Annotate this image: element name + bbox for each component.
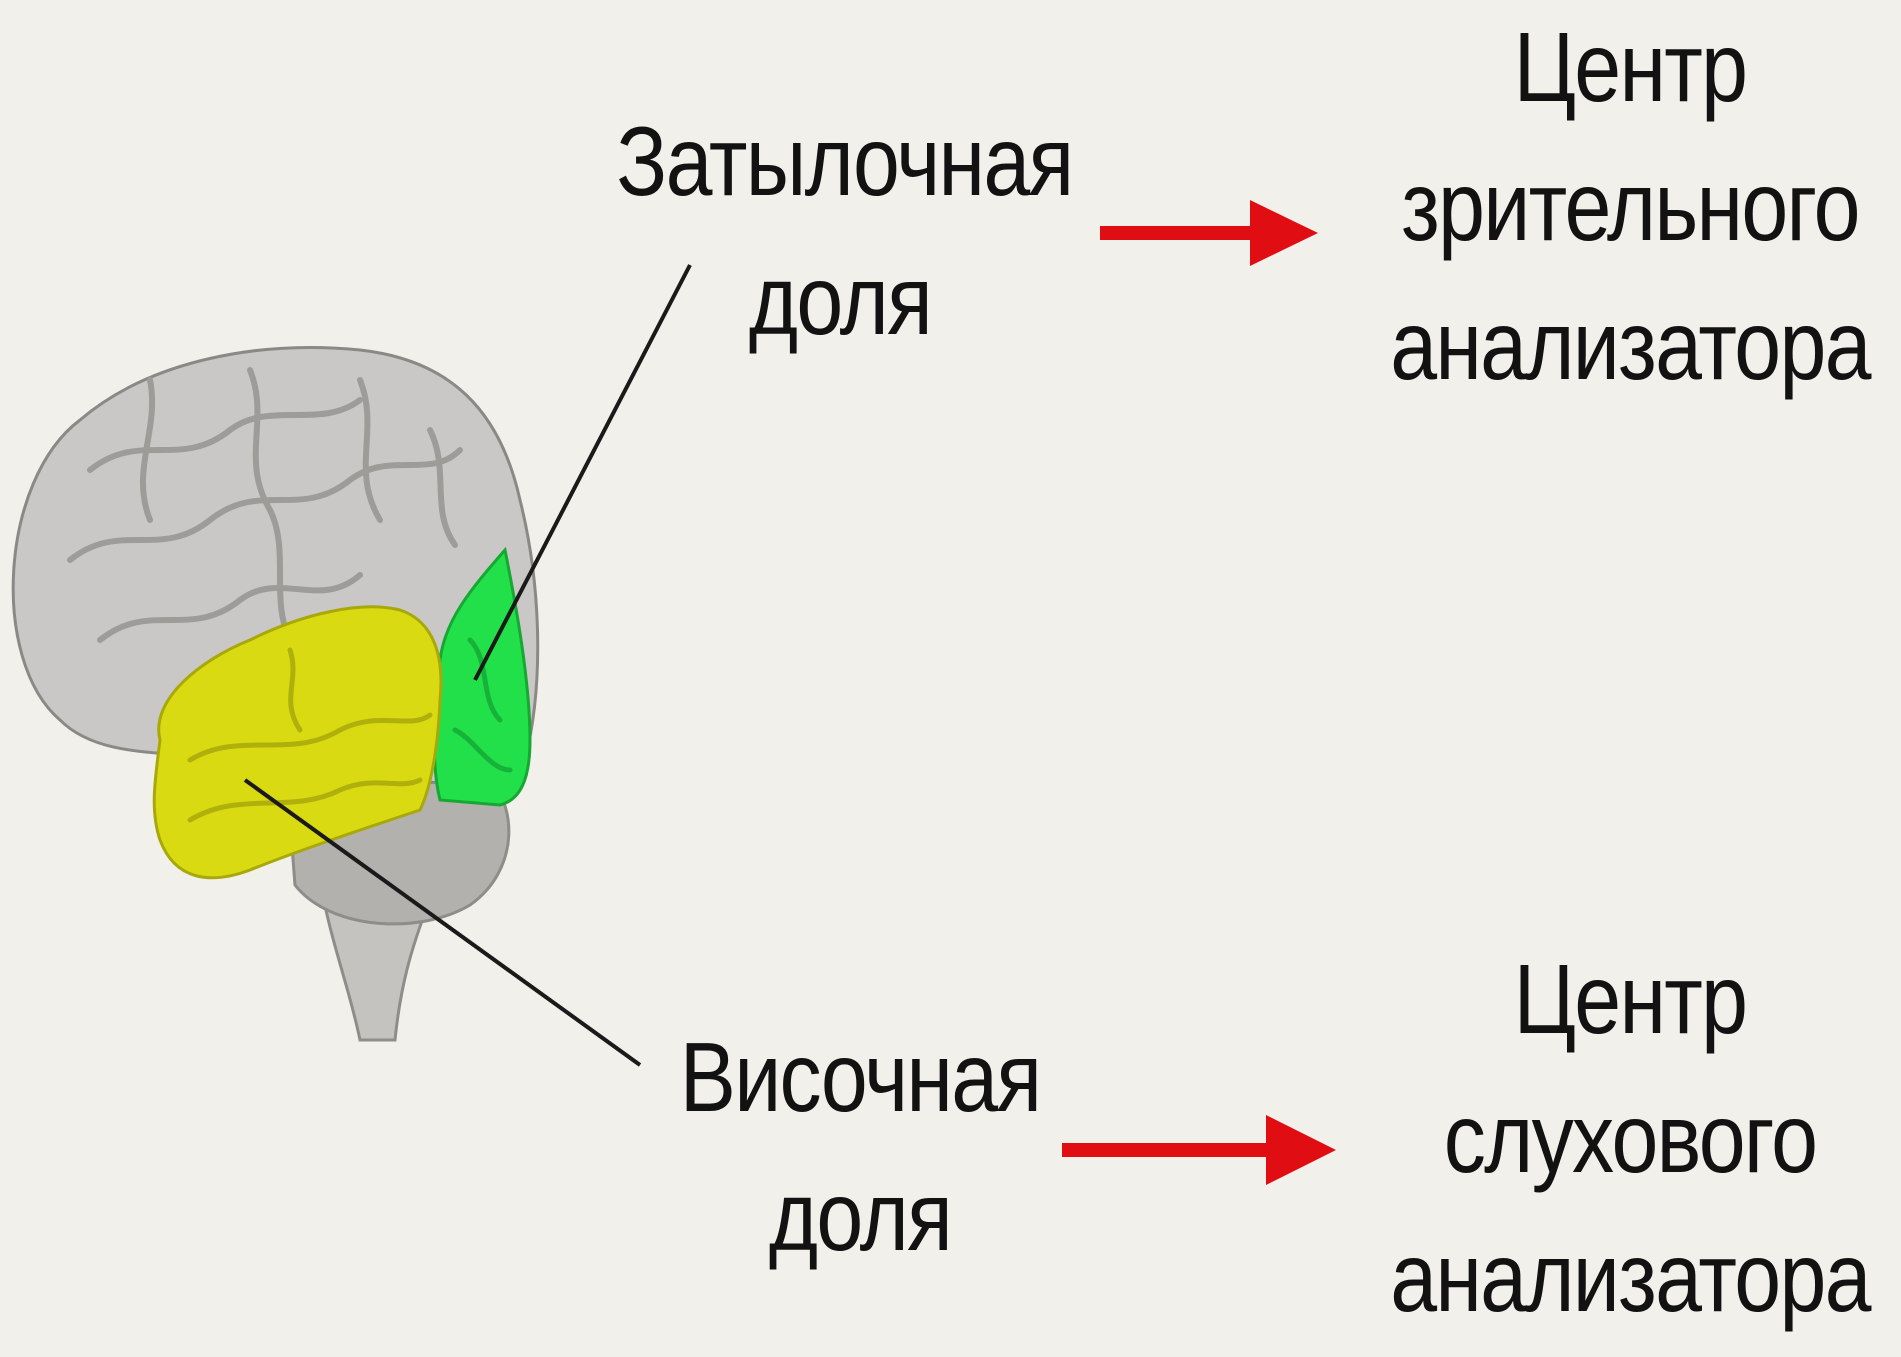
auditory-label-line-1: Центр (1389, 930, 1871, 1069)
temporal-label-line-1: Височная (645, 1008, 1075, 1147)
right-arrow-icon (1062, 1115, 1336, 1185)
occipital-label-line-1: Затылочная (616, 92, 1063, 231)
occipital-lobe-label: Затылочная доля (616, 92, 1063, 370)
temporal-lobe-label: Височная доля (645, 1008, 1075, 1286)
visual-label-line-3: анализатора (1389, 276, 1871, 415)
occipital-label-line-2: доля (616, 231, 1063, 370)
visual-label-line-2: зрительного (1389, 137, 1871, 276)
visual-label-line-1: Центр (1389, 0, 1871, 137)
visual-center-label: Центр зрительного анализатора (1389, 0, 1871, 415)
temporal-label-line-2: доля (645, 1147, 1075, 1286)
auditory-center-label: Центр слухового анализатора (1389, 930, 1871, 1347)
right-arrow-icon (1100, 200, 1318, 266)
auditory-label-line-2: слухового (1389, 1069, 1871, 1208)
auditory-label-line-3: анализатора (1389, 1208, 1871, 1347)
